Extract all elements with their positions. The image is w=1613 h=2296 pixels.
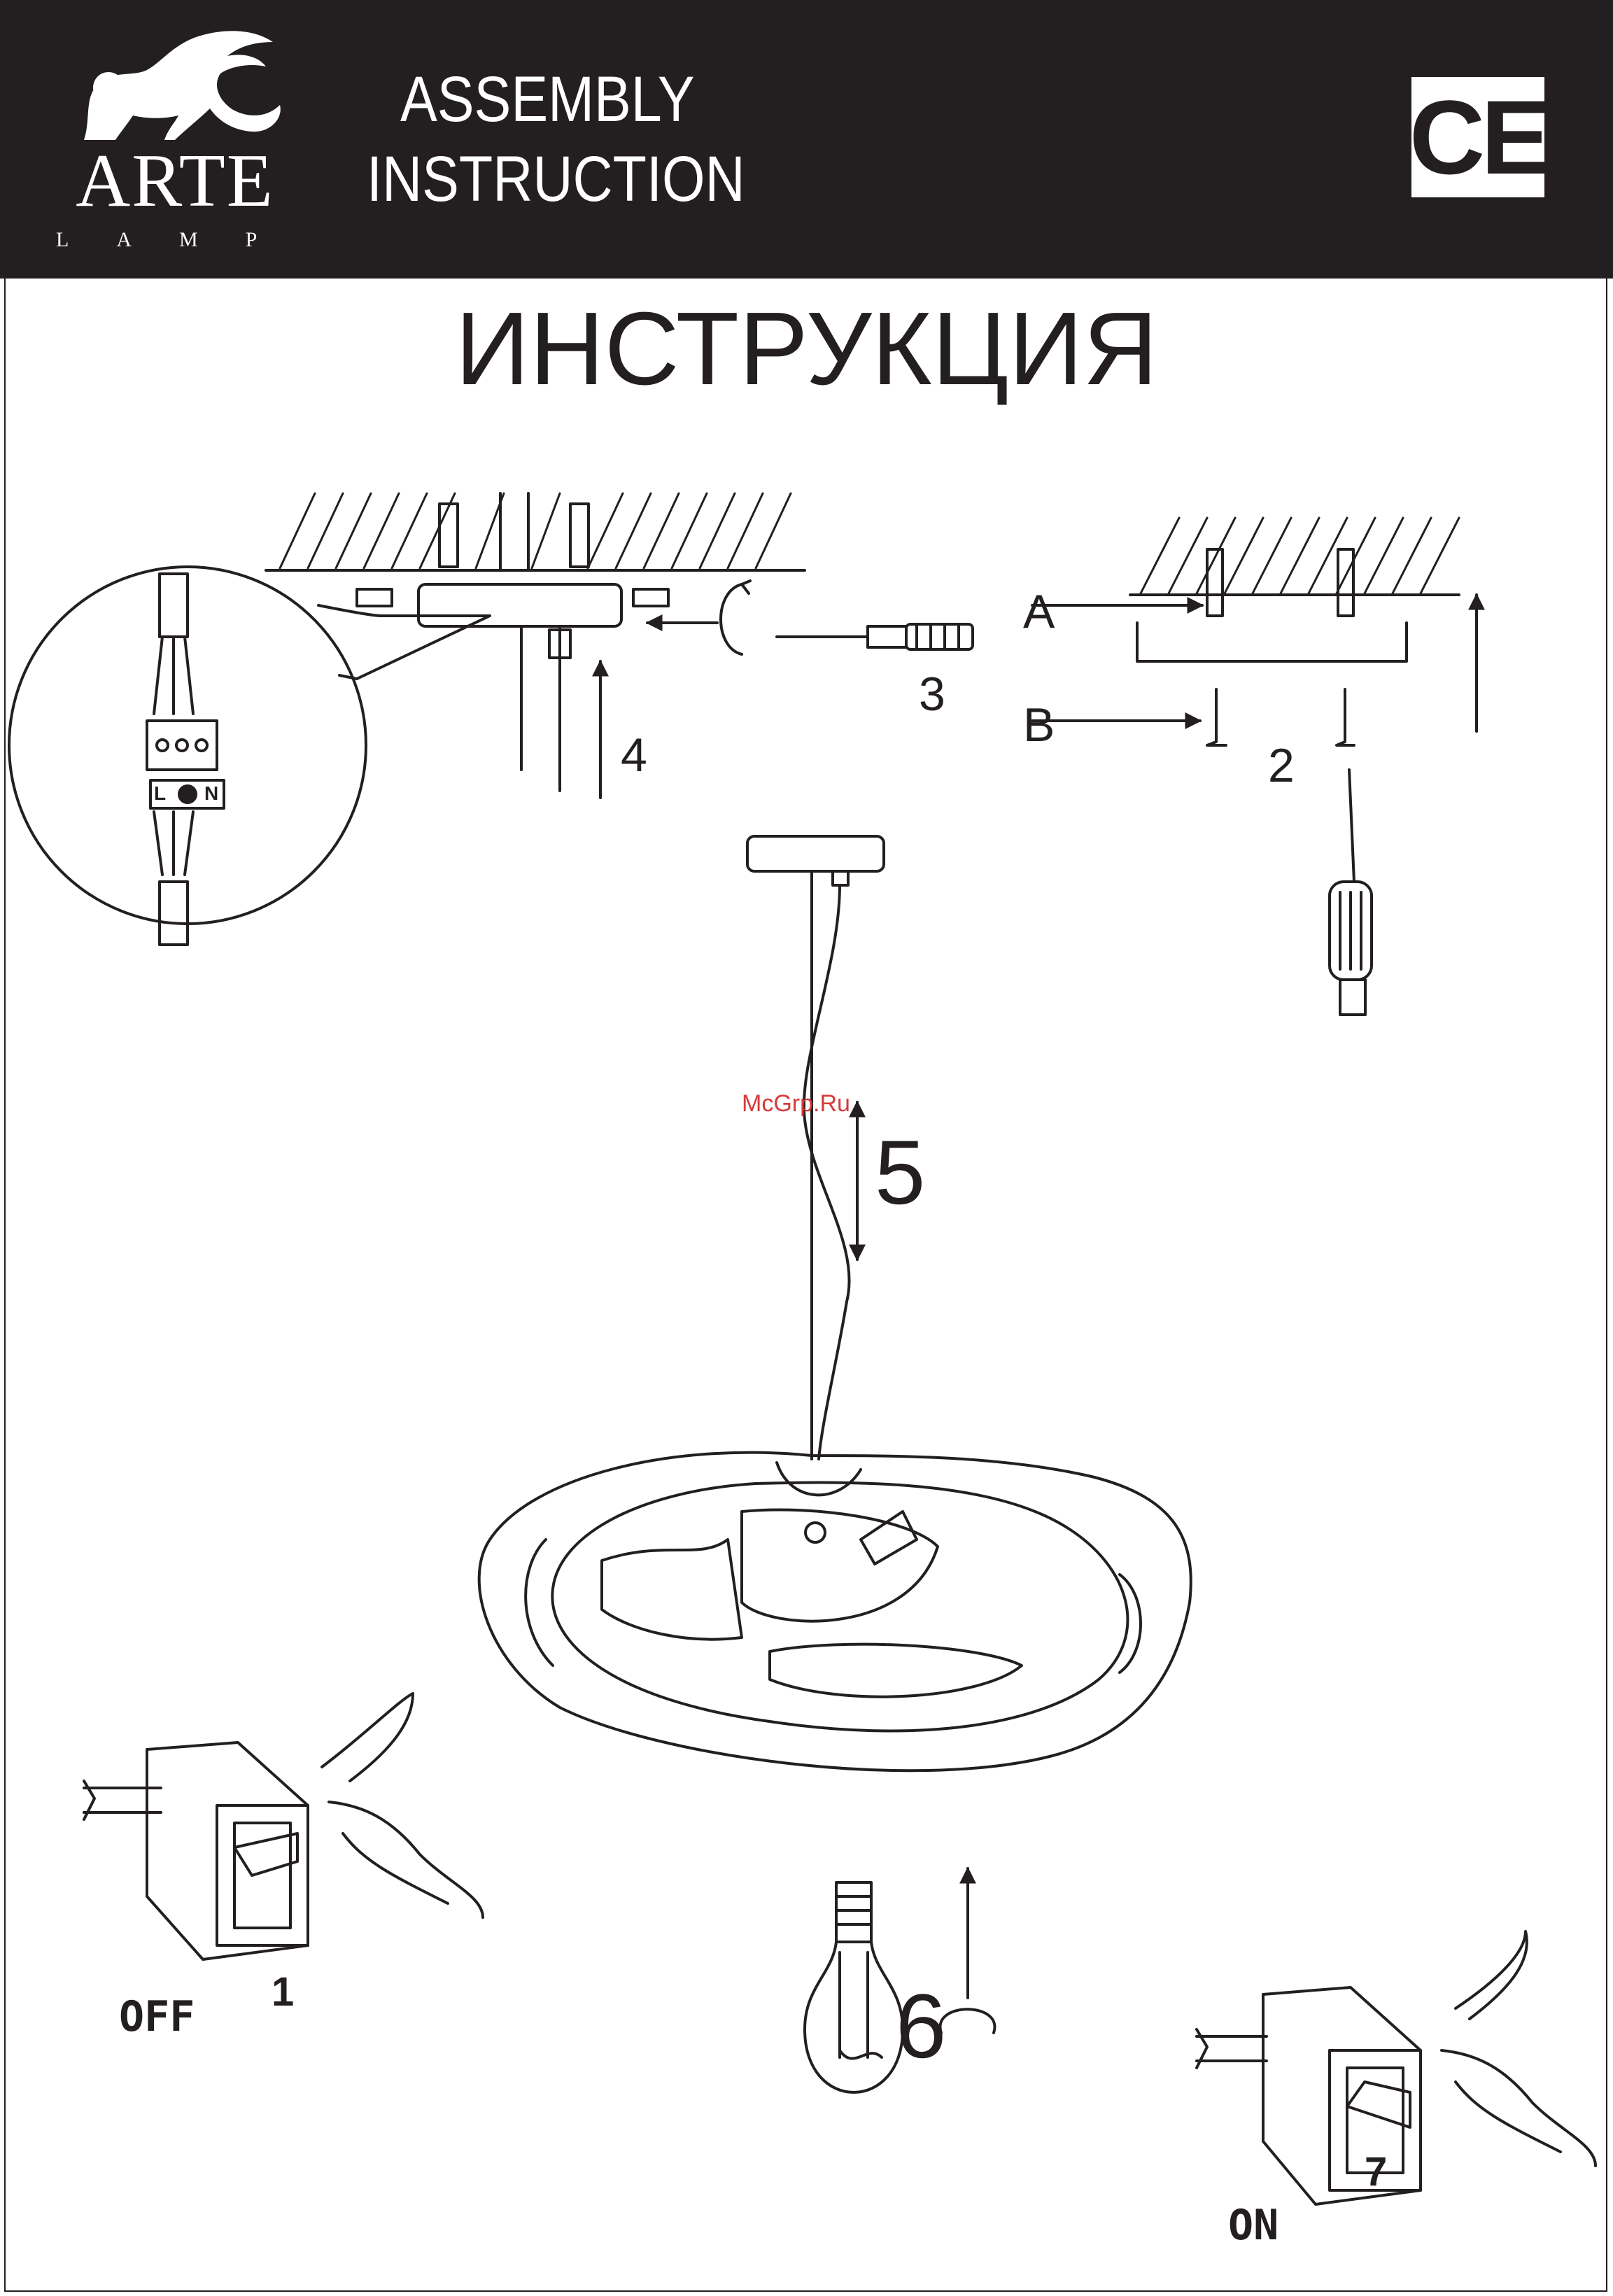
- pendant-lamp: [479, 836, 1191, 1770]
- ceiling-mount-right: [1032, 518, 1477, 1015]
- step-7-label: 7: [1365, 2152, 1387, 2192]
- terminal-l-label: L: [154, 784, 166, 803]
- part-a-label: A: [1023, 588, 1055, 635]
- step-4-label: 4: [621, 731, 647, 779]
- step-2-label: 2: [1268, 742, 1295, 789]
- off-label: OFF: [119, 1996, 195, 2038]
- wiring-detail: [9, 567, 490, 945]
- step-6-label: 6: [896, 1980, 946, 2071]
- step-1-label: 1: [272, 1972, 294, 2013]
- wall-switch-off: [84, 1693, 483, 1959]
- terminal-n-label: N: [204, 784, 218, 803]
- step-3-label: 3: [919, 670, 945, 718]
- step-5-label: 5: [875, 1127, 925, 1218]
- part-b-label: B: [1023, 701, 1055, 749]
- watermark-text: McGrp.Ru: [742, 1092, 850, 1115]
- on-label: ON: [1228, 2204, 1279, 2246]
- screwdriver-icon: [777, 624, 973, 649]
- ceiling-mount-left: [266, 493, 805, 798]
- wall-switch-on: [1197, 1931, 1596, 2204]
